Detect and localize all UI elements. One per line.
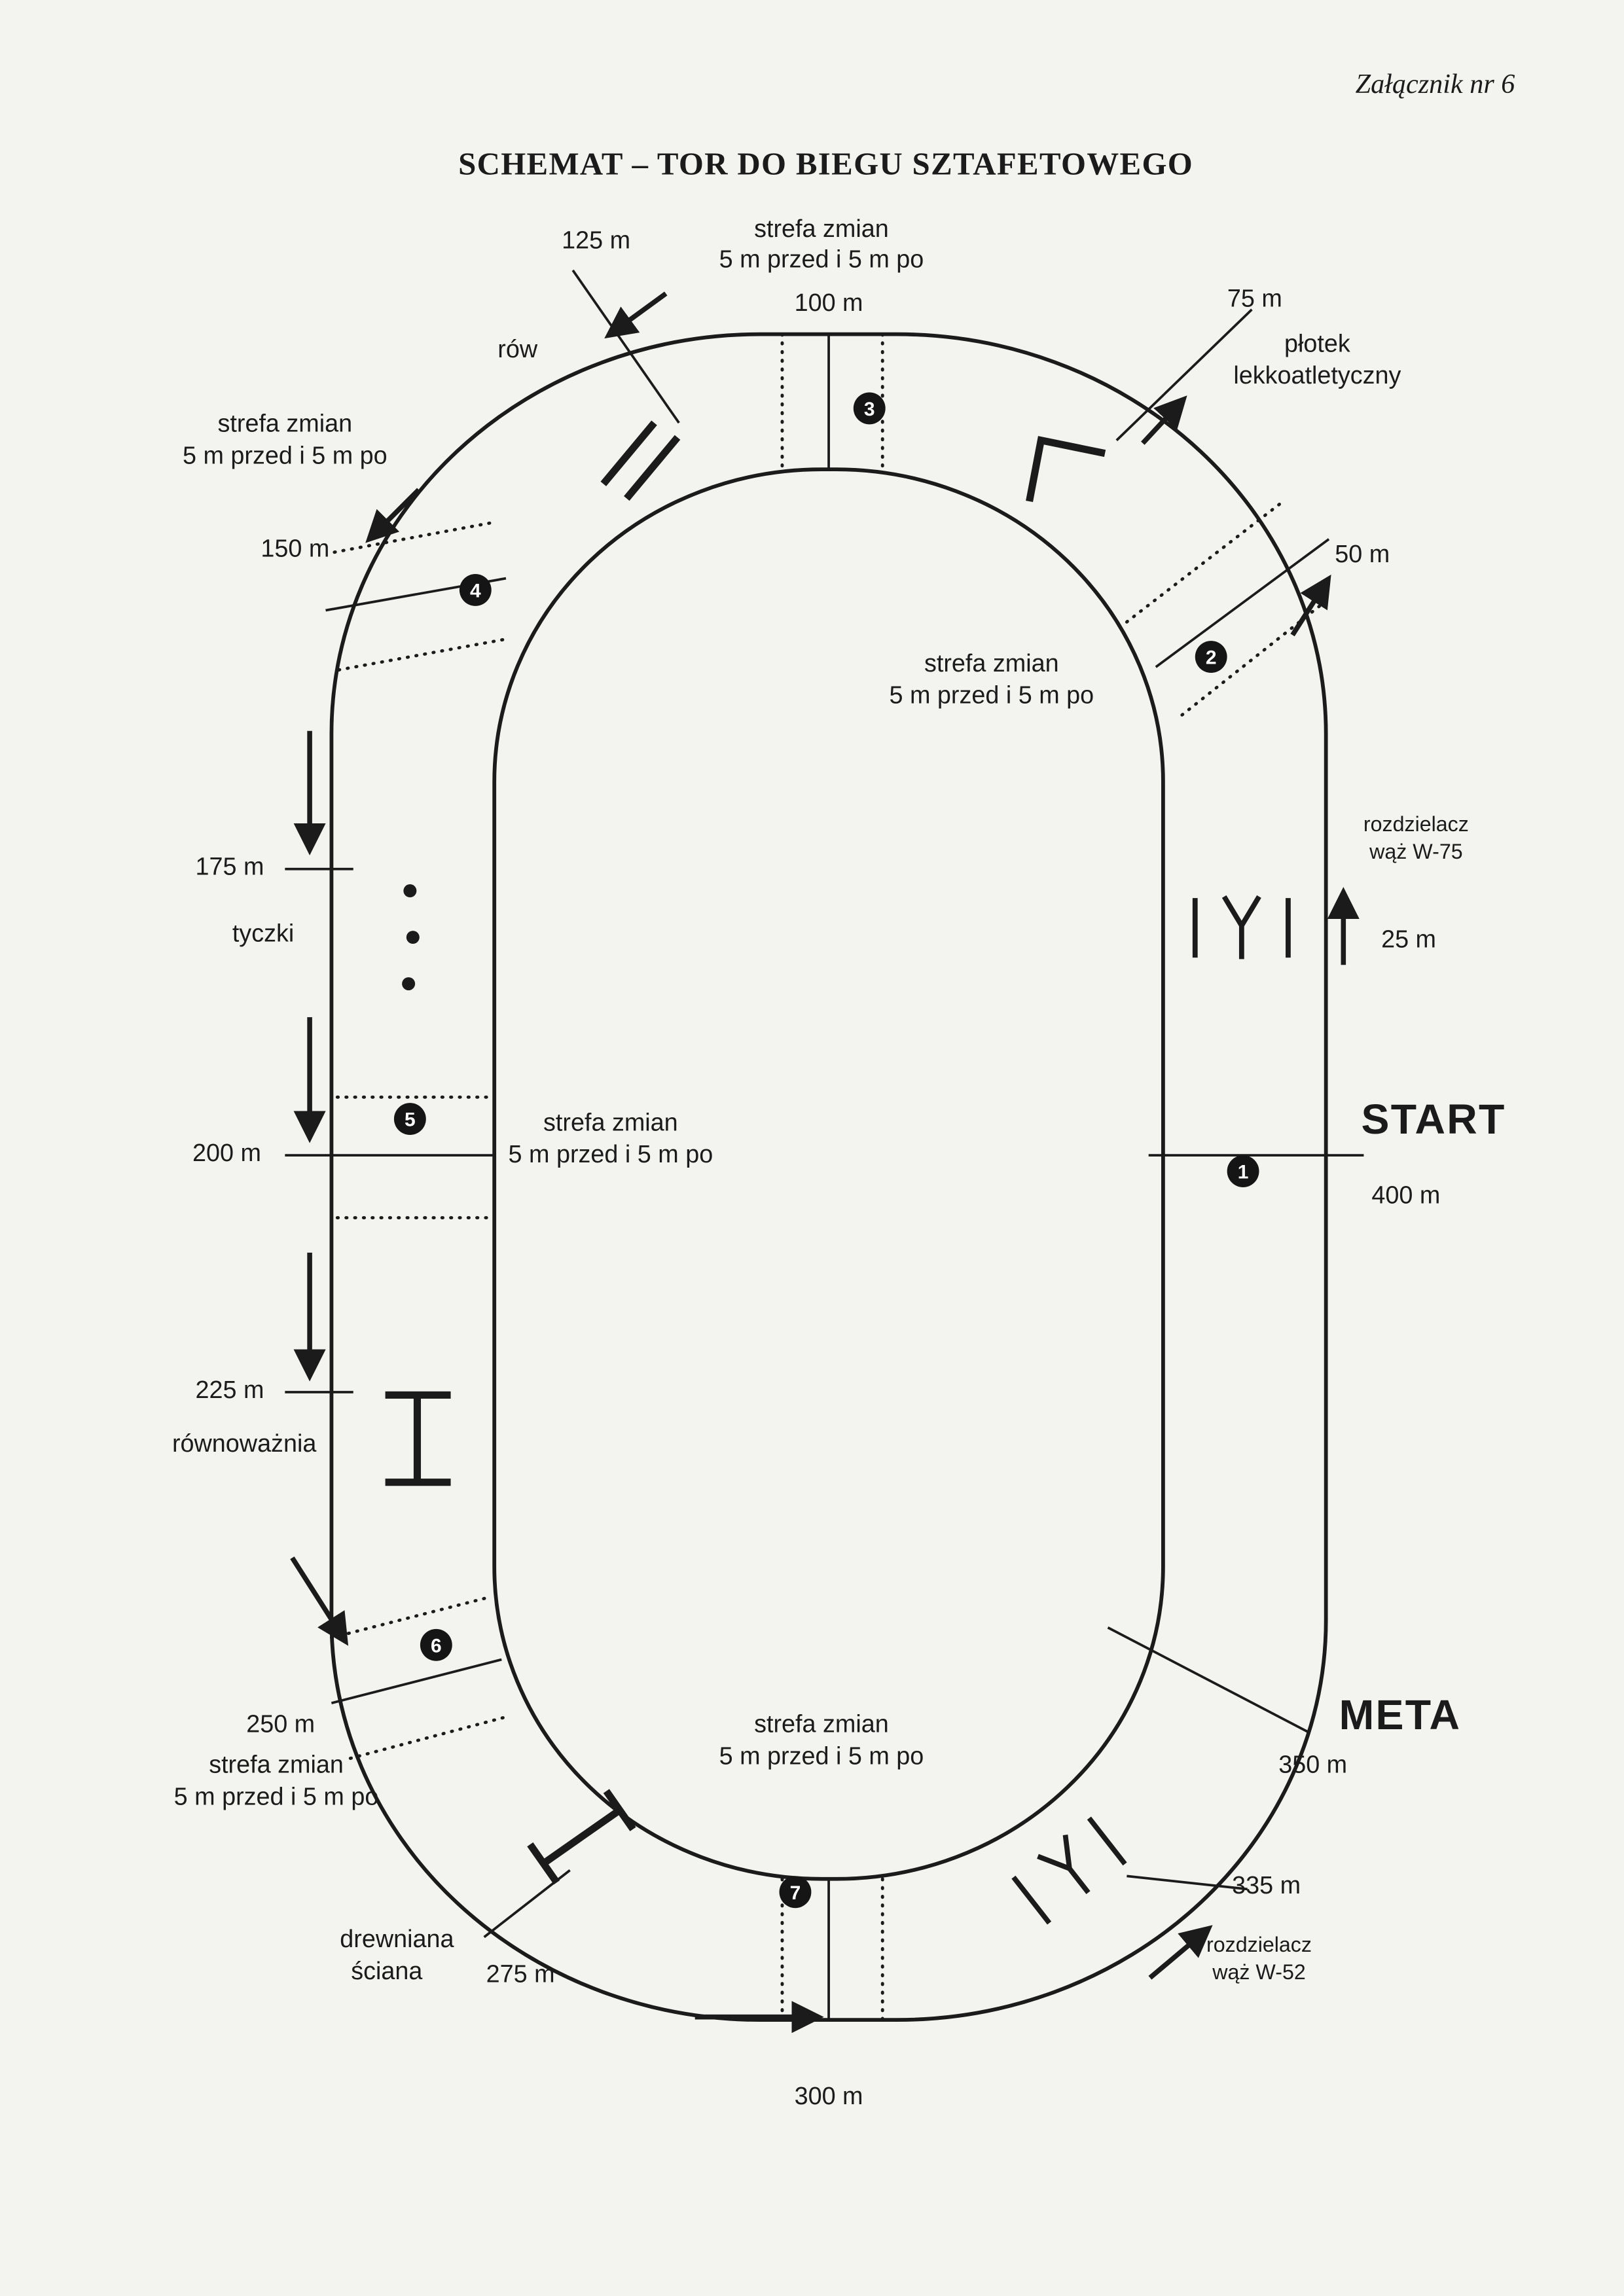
change-zone-label: strefa zmian — [924, 649, 1059, 677]
direction-arrow — [290, 1556, 349, 1646]
slalom-poles-label: tyczki — [232, 920, 294, 947]
distance-label-25m: 25 m — [1381, 925, 1436, 953]
balance-beam-symbol — [385, 1391, 451, 1486]
change-zone-label: 5 m przed i 5 m po — [719, 245, 924, 273]
line-250m — [331, 1658, 502, 1704]
attachment-label: Załącznik nr 6 — [1356, 69, 1515, 99]
wooden-wall-symbol — [527, 1789, 636, 1885]
change-zone-label: strefa zmian — [543, 1108, 678, 1136]
change-zone-label: 5 m przed i 5 m po — [889, 681, 1094, 709]
station-6-number: 6 — [431, 1635, 442, 1657]
hose-distributor-w75-label: rozdzielacz — [1363, 812, 1469, 836]
change-zone-dotted-line — [337, 637, 507, 672]
distance-label-225m: 225 m — [195, 1376, 264, 1403]
direction-arrow — [365, 488, 421, 543]
balance-beam-label: równoważnia — [172, 1429, 316, 1457]
direction-arrow — [1290, 574, 1331, 637]
distance-label-400m: 400 m — [1371, 1181, 1440, 1208]
distance-label-125m: 125 m — [562, 226, 630, 254]
pointer-line-75m — [1115, 308, 1253, 442]
distance-label-200m: 200 m — [192, 1139, 261, 1166]
change-zone-label: strefa zmian — [218, 409, 353, 437]
station-1-number: 1 — [1238, 1162, 1249, 1183]
slalom-poles-symbol — [402, 884, 420, 991]
ditch-label: rów — [497, 335, 538, 363]
change-zone-dotted-line — [333, 520, 499, 554]
start-label: START — [1362, 1096, 1506, 1143]
finish-label: META — [1339, 1691, 1462, 1738]
pointer-line-335m — [1127, 1874, 1248, 1891]
distance-label-350m: 350 m — [1278, 1751, 1347, 1778]
station-2: 2 — [1195, 641, 1227, 673]
page-title: SCHEMAT – TOR DO BIEGU SZTAFETOWEGO — [458, 145, 1193, 181]
hurdle-label: płotek — [1284, 329, 1350, 357]
distance-label-335m: 335 m — [1232, 1871, 1301, 1899]
distance-label-50m: 50 m — [1335, 540, 1390, 567]
pointer-line-125m — [571, 269, 680, 424]
change-zone-dotted-line — [348, 1714, 511, 1760]
hurdle-label: lekkoatletyczny — [1233, 361, 1401, 389]
station-2-number: 2 — [1206, 647, 1217, 669]
station-7-number: 7 — [790, 1882, 801, 1904]
distance-label-275m: 275 m — [486, 1960, 555, 1987]
distance-label-250m: 250 m — [246, 1710, 315, 1738]
hose-distributor-w52-label: rozdzielacz — [1206, 1933, 1312, 1956]
change-zone-label: 5 m przed i 5 m po — [183, 441, 388, 469]
wooden-wall-label: ściana — [351, 1957, 422, 1984]
change-zone-dotted-line — [1125, 502, 1282, 624]
station-5: 5 — [393, 1103, 426, 1136]
hose-distributor-w52-symbol — [1011, 1816, 1127, 1925]
line-50m — [1155, 538, 1330, 668]
direction-arrow — [1141, 395, 1187, 445]
distance-label-175m: 175 m — [195, 853, 264, 880]
change-zone-label: strefa zmian — [754, 215, 889, 242]
hose-distributor-w75-symbol — [1192, 895, 1291, 960]
wooden-wall-label: drewniana — [340, 1925, 454, 1952]
station-6: 6 — [420, 1628, 452, 1661]
station-3-number: 3 — [864, 399, 875, 420]
distance-label-75m: 75 m — [1227, 284, 1282, 312]
station-5-number: 5 — [405, 1109, 416, 1131]
direction-arrow — [1148, 1925, 1213, 1980]
change-zone-dotted-line — [329, 1595, 492, 1640]
change-zone-label: 5 m przed i 5 m po — [509, 1140, 713, 1168]
ditch-symbol — [600, 420, 681, 501]
hose-distributor-w52-label: wąż W-52 — [1212, 1960, 1306, 1984]
hurdle-symbol — [1026, 436, 1106, 503]
change-zone-label: strefa zmian — [209, 1751, 344, 1778]
hose-distributor-w75-label: wąż W-75 — [1369, 840, 1463, 863]
change-zone-label: strefa zmian — [754, 1710, 889, 1738]
station-4: 4 — [459, 574, 492, 606]
finish-line-350m — [1107, 1626, 1309, 1734]
distance-label-300m: 300 m — [795, 2082, 863, 2109]
change-zone-label: 5 m przed i 5 m po — [174, 1783, 379, 1810]
station-3: 3 — [853, 392, 886, 425]
station-7: 7 — [779, 1876, 812, 1909]
station-4-number: 4 — [470, 581, 481, 602]
direction-arrow — [604, 291, 668, 339]
distance-label-100m: 100 m — [795, 289, 863, 316]
change-zone-label: 5 m przed i 5 m po — [719, 1742, 924, 1769]
station-1: 1 — [1227, 1155, 1259, 1187]
distance-label-150m: 150 m — [261, 534, 329, 562]
